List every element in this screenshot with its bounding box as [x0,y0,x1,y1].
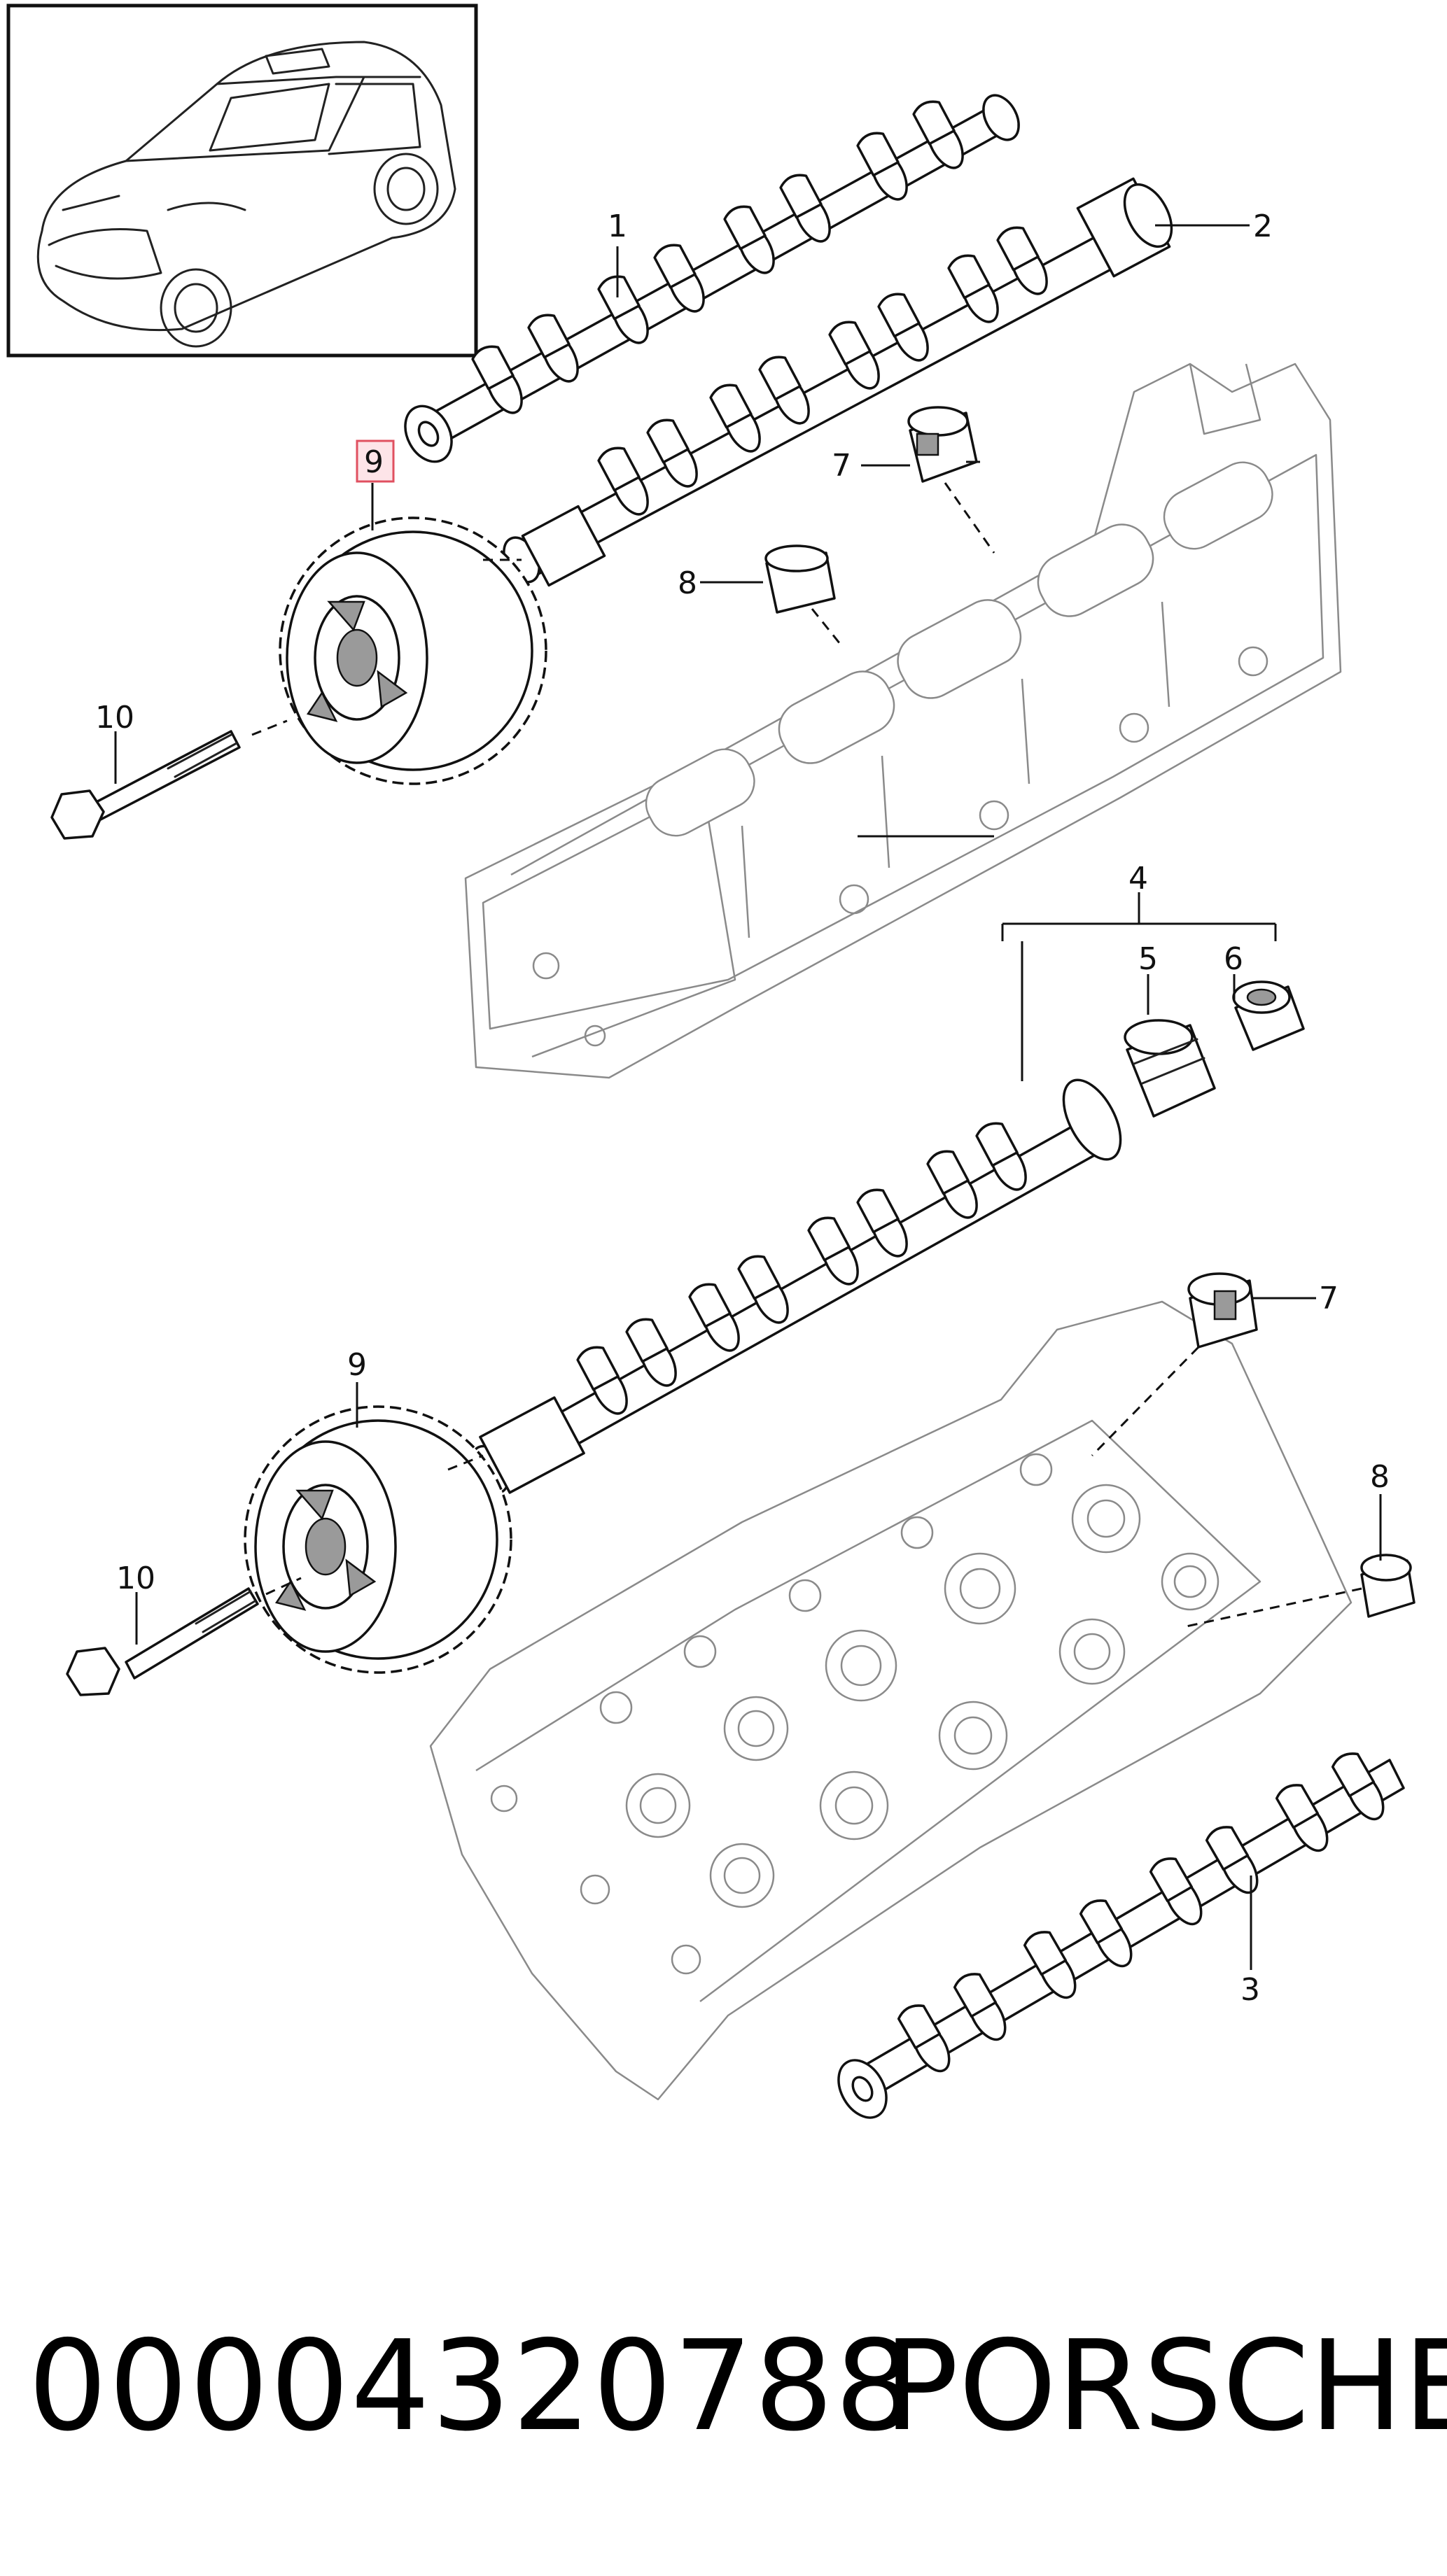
callout-2: 2 [1253,209,1273,244]
vehicle-thumbnail [6,3,478,358]
camshaft-4 [470,1078,1122,1495]
callout-5: 5 [1138,941,1158,977]
part-number: 00004320788 [28,2314,916,2458]
tappet-8-lower [1360,1554,1415,1618]
callout-8-lower: 8 [1370,1459,1390,1495]
tappet-7-upper [907,406,978,483]
callout-1: 1 [608,209,627,244]
bolt-upper [50,730,241,840]
callout-10-upper: 10 [95,700,134,736]
callout-3: 3 [1240,1972,1260,2008]
cylinder-head-upper [464,363,1342,1079]
callout-6: 6 [1224,941,1243,977]
camshaft-adjuster-upper [279,516,547,785]
camshaft-adjuster-lower [244,1405,512,1674]
leader-lines [114,224,1382,1970]
brand-name: PORSCHE [883,2314,1447,2458]
callout-10-lower: 10 [116,1561,155,1596]
callout-7-lower: 7 [1319,1281,1338,1316]
part-6-cap [1232,980,1305,1051]
bolt-lower [66,1587,259,1696]
cylinder-head-lower [429,1300,1352,2101]
camshaft-1 [404,94,1020,463]
car-icon [36,41,456,348]
callout-8-upper: 8 [678,565,697,601]
part-5-adapter [1124,1019,1216,1118]
tappet-7-lower [1187,1272,1258,1349]
callout-9-lower: 9 [347,1347,367,1383]
callout-4: 4 [1128,861,1148,896]
caption-bar: 00004320788 PORSCHE [0,2302,1447,2470]
callout-7-upper: 7 [832,448,851,484]
callout-9-upper: 9 [364,444,384,480]
callout-labels: 1 2 3 4 5 6 7 7 8 8 9 9 10 10 [95,209,1390,2008]
tappet-8-upper [764,544,836,614]
camshaft-2 [503,177,1173,587]
highlight-box [356,439,395,483]
camshaft-3 [837,1747,1405,2119]
